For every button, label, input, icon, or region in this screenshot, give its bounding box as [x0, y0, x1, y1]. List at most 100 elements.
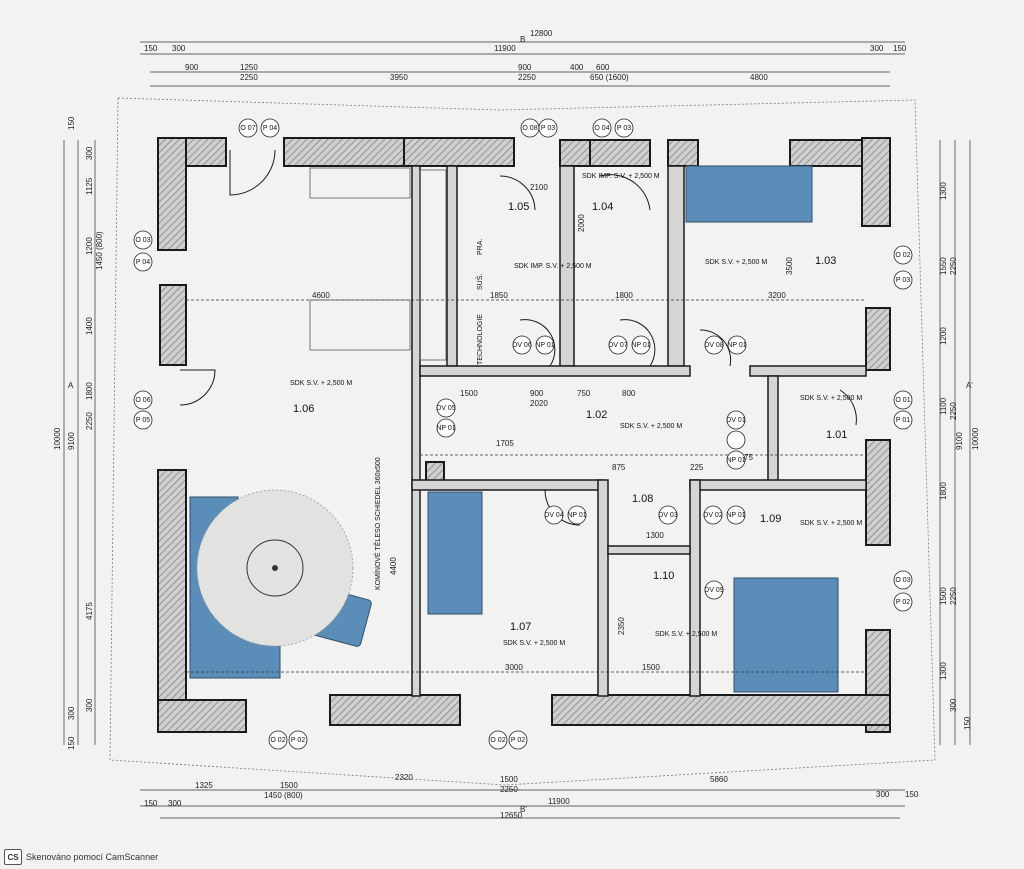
window-tag: O 06: [135, 397, 150, 404]
dim-top: 900: [518, 63, 532, 72]
dim-bottom: 150: [905, 790, 919, 799]
dim-bottom: 2250: [500, 785, 518, 794]
dim-overall-top: 12800: [530, 29, 553, 38]
window-tag: P 05: [136, 417, 150, 424]
dim-left: 9100: [67, 432, 76, 450]
dim-right: 2250: [949, 402, 958, 420]
door-tag: DV 04: [544, 512, 564, 519]
dim-right: 2250: [949, 257, 958, 275]
tag-texts: DV 06 NP 01 DV 07 NP 01 DV 08 NP 01 DV 0…: [135, 125, 910, 744]
door-tag: DV 08: [704, 342, 724, 349]
room-number: 1.02: [586, 409, 607, 421]
dim-top: 11900: [494, 44, 516, 53]
door-tag: NP 01: [535, 342, 554, 349]
window-tag: P 02: [896, 599, 910, 606]
dim-left: 1450 (800): [95, 231, 104, 270]
window-tag: O 02: [490, 737, 505, 744]
window-tag: O 01: [895, 397, 910, 404]
dim-left: 1200: [85, 237, 94, 255]
room-note: SDK S.V. + 2,500 M: [290, 380, 352, 387]
room-note: SDK S.V. + 2,500 M: [705, 259, 767, 266]
door-tag: NP 01: [631, 342, 650, 349]
door-tag: NP 01: [726, 457, 745, 464]
door-tag: NP 01: [727, 342, 746, 349]
dim-inner: 225: [690, 463, 704, 472]
door-tag: DV 09: [704, 587, 724, 594]
room-number: 1.05: [508, 201, 529, 213]
dim-left: 1125: [85, 177, 94, 195]
dim-top: 2250: [240, 73, 258, 82]
bed-1-03: [685, 165, 813, 223]
room-note: SDK IMP. S.V. + 2,500 M: [582, 173, 660, 180]
dim-inner: 1500: [460, 389, 478, 398]
window-tag: P 03: [617, 125, 631, 132]
dim-bottom: 2320: [395, 773, 413, 782]
scanner-footer: CS Skenováno pomocí CamScanner: [4, 848, 158, 866]
dim-right: 9100: [955, 432, 964, 450]
dim-bottom: 1450 (800): [264, 791, 303, 800]
kitchen-counter: [309, 167, 447, 361]
scanner-footer-text: Skenováno pomocí CamScanner: [26, 852, 159, 862]
door-tag: DV 07: [608, 342, 628, 349]
section-mark-a: A: [68, 381, 74, 390]
dim-left: 300: [85, 698, 94, 712]
dimension-lines: [63, 41, 971, 819]
window-tag: P 02: [291, 737, 305, 744]
dim-left: 2250: [85, 412, 94, 430]
dim-top: 650 (1600): [590, 73, 629, 82]
section-mark-b-prime: B': [520, 805, 527, 814]
dim-right: 1500: [939, 587, 948, 605]
dim-bottom: 300: [876, 790, 890, 799]
dim-inner: 875: [612, 463, 626, 472]
dim-top: 2250: [518, 73, 536, 82]
bed-1-07: [427, 491, 483, 615]
dim-left: 10000: [53, 427, 62, 450]
section-mark-a-prime: A': [966, 381, 973, 390]
dim-right: 1200: [939, 327, 948, 345]
dim-right: 10000: [971, 427, 980, 450]
door-tag: NP 01: [567, 512, 586, 519]
dim-overall-bottom: 12650: [500, 811, 523, 820]
dim-inner: 3500: [785, 257, 794, 275]
room-number: 1.01: [826, 429, 847, 441]
dim-left: 300: [85, 146, 94, 160]
door-tag: NP 01: [436, 425, 455, 432]
room-number: 1.06: [293, 403, 314, 415]
room-number: 1.07: [510, 621, 531, 633]
room-note: SDK S.V. + 2,500 M: [503, 640, 565, 647]
dim-top: 150: [893, 44, 907, 53]
door-tag: NP 01: [726, 512, 745, 519]
dim-inner: 1705: [496, 439, 514, 448]
room-labels: 1.01 SDK S.V. + 2,500 M 1.02 SDK S.V. + …: [290, 173, 862, 647]
room-number: 1.10: [653, 570, 674, 582]
dim-right: 1300: [939, 182, 948, 200]
dim-inner: 2000: [577, 214, 586, 232]
sus-label: SUŠ.: [475, 274, 484, 290]
dim-inner: 75: [744, 453, 753, 462]
window-tag: P 01: [896, 417, 910, 424]
dim-inner: 2020: [530, 399, 548, 408]
room-number: 1.08: [632, 493, 653, 505]
dim-left: 300: [67, 706, 76, 720]
dim-inner: 3000: [505, 663, 523, 672]
exterior-walls: [157, 137, 891, 733]
interior-walls: [411, 165, 867, 697]
window-tag: P 04: [136, 259, 150, 266]
dim-top: 3950: [390, 73, 408, 82]
dim-top: 400: [570, 63, 584, 72]
pra-label: PRA.: [477, 239, 484, 255]
dim-inner: 1500: [642, 663, 660, 672]
rug: [196, 489, 354, 647]
window-tag: O 02: [270, 737, 285, 744]
window-tag: P 03: [541, 125, 555, 132]
camscanner-logo: CS: [4, 849, 22, 865]
dim-inner: 3200: [768, 291, 786, 300]
window-tag: O 08: [522, 125, 537, 132]
tag-bubbles: [133, 118, 913, 750]
room-note: SDK S.V. + 2,500 M: [620, 423, 682, 430]
window-tag: O 07: [240, 125, 255, 132]
window-tag: O 02: [895, 252, 910, 259]
dim-bottom: 1500: [500, 775, 518, 784]
window-tag: O 03: [135, 237, 150, 244]
